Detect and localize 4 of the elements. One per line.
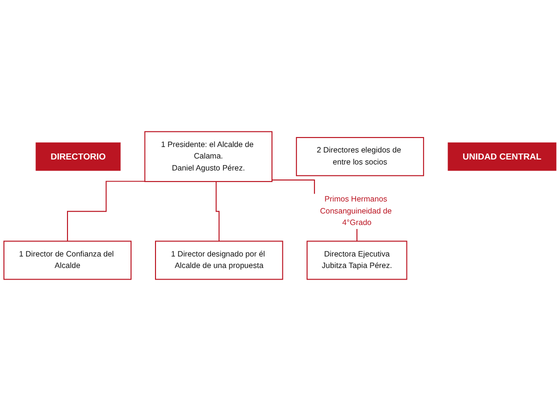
connector — [67, 180, 146, 242]
node-box: UNIDAD CENTRAL — [448, 142, 556, 171]
connector — [212, 181, 220, 242]
node-box: DIRECTORIO — [36, 142, 121, 171]
